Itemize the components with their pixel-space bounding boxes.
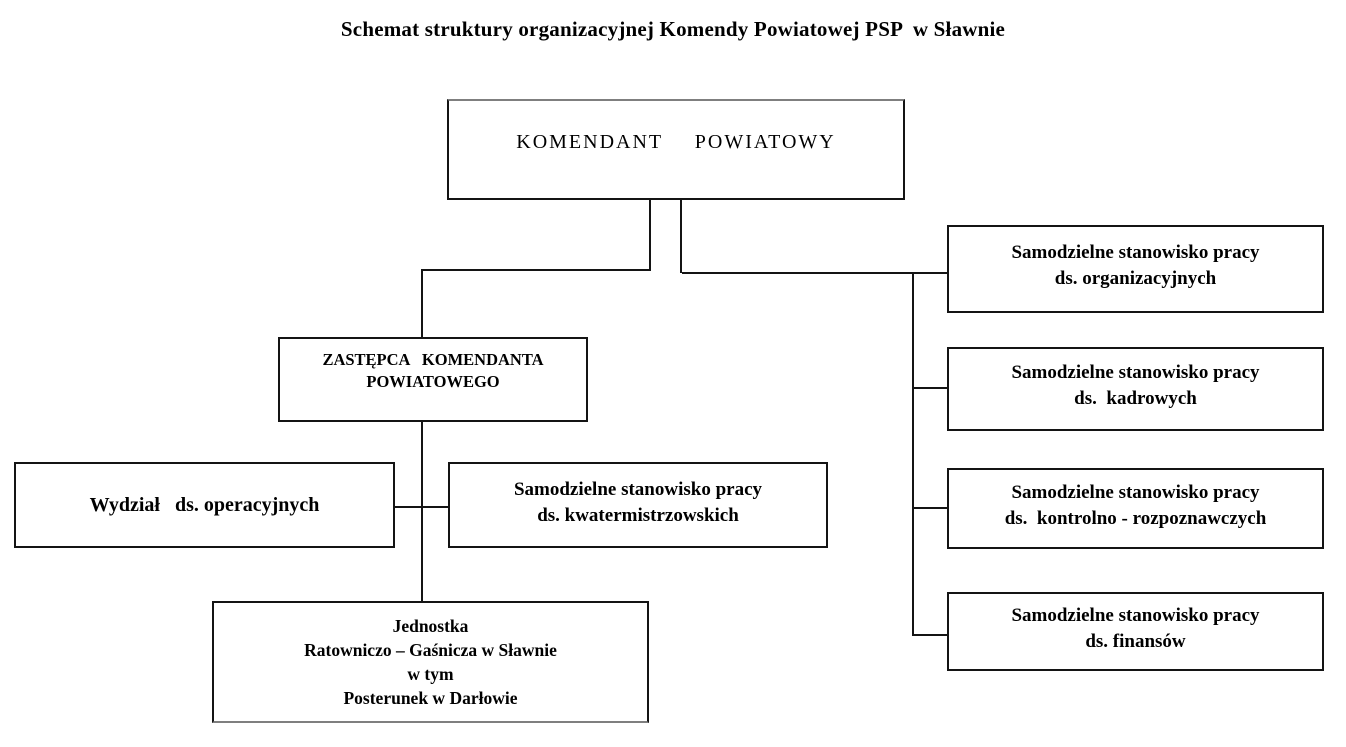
connector-stub-kontrolno — [912, 507, 947, 509]
node-jednostka-ratowniczo-gasnicza: Jednostka Ratowniczo – Gaśnicza w Sławni… — [212, 601, 649, 723]
connector-drop-into-zastepca — [421, 271, 423, 337]
connector-komendant-drop-left — [649, 199, 651, 271]
node-wydzial-label: Wydział ds. operacyjnych — [89, 493, 320, 516]
node-zastepca-komendanta: ZASTĘPCA KOMENDANTA POWIATOWEGO — [278, 337, 588, 422]
node-zastepca-label-line2: POWIATOWEGO — [366, 371, 500, 391]
node-stanowisko-organizacyjne: Samodzielne stanowisko pracy ds. organiz… — [947, 225, 1324, 313]
connector-to-right-column — [682, 272, 947, 274]
node-komendant-powiatowy: KOMENDANT POWIATOWY — [447, 99, 905, 200]
node-finansowe-label-line2: ds. finansów — [1085, 630, 1186, 652]
node-kadrowe-label-line1: Samodzielne stanowisko pracy — [1011, 362, 1260, 383]
connector-komendant-drop-right — [680, 199, 682, 273]
node-wydzial-operacyjny: Wydział ds. operacyjnych — [14, 462, 395, 548]
node-organizacyjne-label-line1: Samodzielne stanowisko pracy — [1011, 242, 1260, 263]
page-title: Schemat struktury organizacyjnej Komendy… — [340, 17, 1006, 41]
connector-elbow-to-zastepca — [421, 269, 651, 271]
node-stanowisko-kwatermistrzowskie: Samodzielne stanowisko pracy ds. kwaterm… — [448, 462, 828, 548]
node-jednostka-label-line4: Posterunek w Darłowie — [343, 688, 518, 708]
node-jednostka-label-line3: w tym — [407, 664, 454, 684]
node-kwatermistrz-label-line2: ds. kwatermistrzowskich — [537, 505, 739, 526]
connector-stub-finanse — [912, 634, 947, 636]
node-kadrowe-label-line2: ds. kadrowych — [1074, 388, 1197, 409]
node-zastepca-label-line1: ZASTĘPCA KOMENDANTA — [322, 349, 544, 369]
node-kontrolno-label-line2: ds. kontrolno - rozpoznawczych — [1004, 507, 1267, 529]
connector-wydzial-kwatermistrz — [395, 506, 448, 508]
node-stanowisko-kontrolno-rozpoznawcze: Samodzielne stanowisko pracy ds. kontrol… — [947, 468, 1324, 549]
connector-right-column-spine — [912, 274, 914, 636]
node-organizacyjne-label-line2: ds. organizacyjnych — [1054, 268, 1217, 289]
node-jednostka-label-line1: Jednostka — [392, 616, 469, 636]
node-stanowisko-finansowe: Samodzielne stanowisko pracy ds. finansó… — [947, 592, 1324, 671]
node-stanowisko-kadrowe: Samodzielne stanowisko pracy ds. kadrowy… — [947, 347, 1324, 431]
connector-stub-kadrowe — [912, 387, 947, 389]
node-kwatermistrz-label-line1: Samodzielne stanowisko pracy — [513, 479, 763, 500]
node-jednostka-label-line2: Ratowniczo – Gaśnicza w Sławnie — [304, 640, 557, 660]
node-komendant-label: KOMENDANT POWIATOWY — [516, 131, 836, 153]
node-finansowe-label-line1: Samodzielne stanowisko pracy — [1011, 604, 1260, 626]
connector-zastepca-to-jednostka — [421, 422, 423, 601]
node-kontrolno-label-line1: Samodzielne stanowisko pracy — [1011, 481, 1260, 503]
